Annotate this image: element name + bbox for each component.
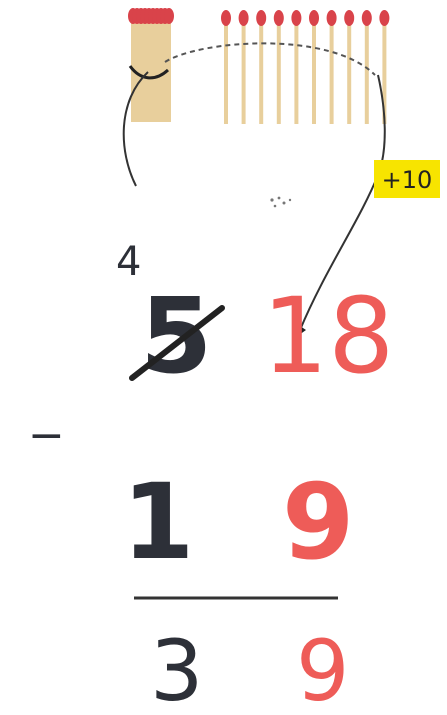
ones-regrouped-digits: 18 (262, 275, 394, 397)
bundled-matches-ten (128, 8, 174, 122)
result-ones-digit: 9 (296, 622, 349, 715)
new-tens-digit: 4 (116, 239, 141, 285)
crossed-tens-digit: 5 (140, 275, 212, 397)
loose-match (239, 10, 249, 124)
loose-match (256, 10, 266, 124)
loose-match (327, 10, 337, 124)
subtrahend-tens-digit: 1 (122, 461, 194, 583)
loose-match (274, 10, 284, 124)
loose-match (291, 10, 301, 124)
subtrahend-ones-digit: 9 (282, 461, 354, 583)
smudge-marks (270, 197, 291, 208)
loose-match (344, 10, 354, 124)
loose-match (221, 10, 231, 124)
dashed-arc (165, 43, 375, 75)
minus-operator: − (28, 410, 65, 461)
result-tens-digit: 3 (150, 622, 203, 715)
loose-match (309, 10, 319, 124)
loose-matches-ten (221, 10, 389, 124)
plus-ten-label: +10 (382, 166, 433, 194)
